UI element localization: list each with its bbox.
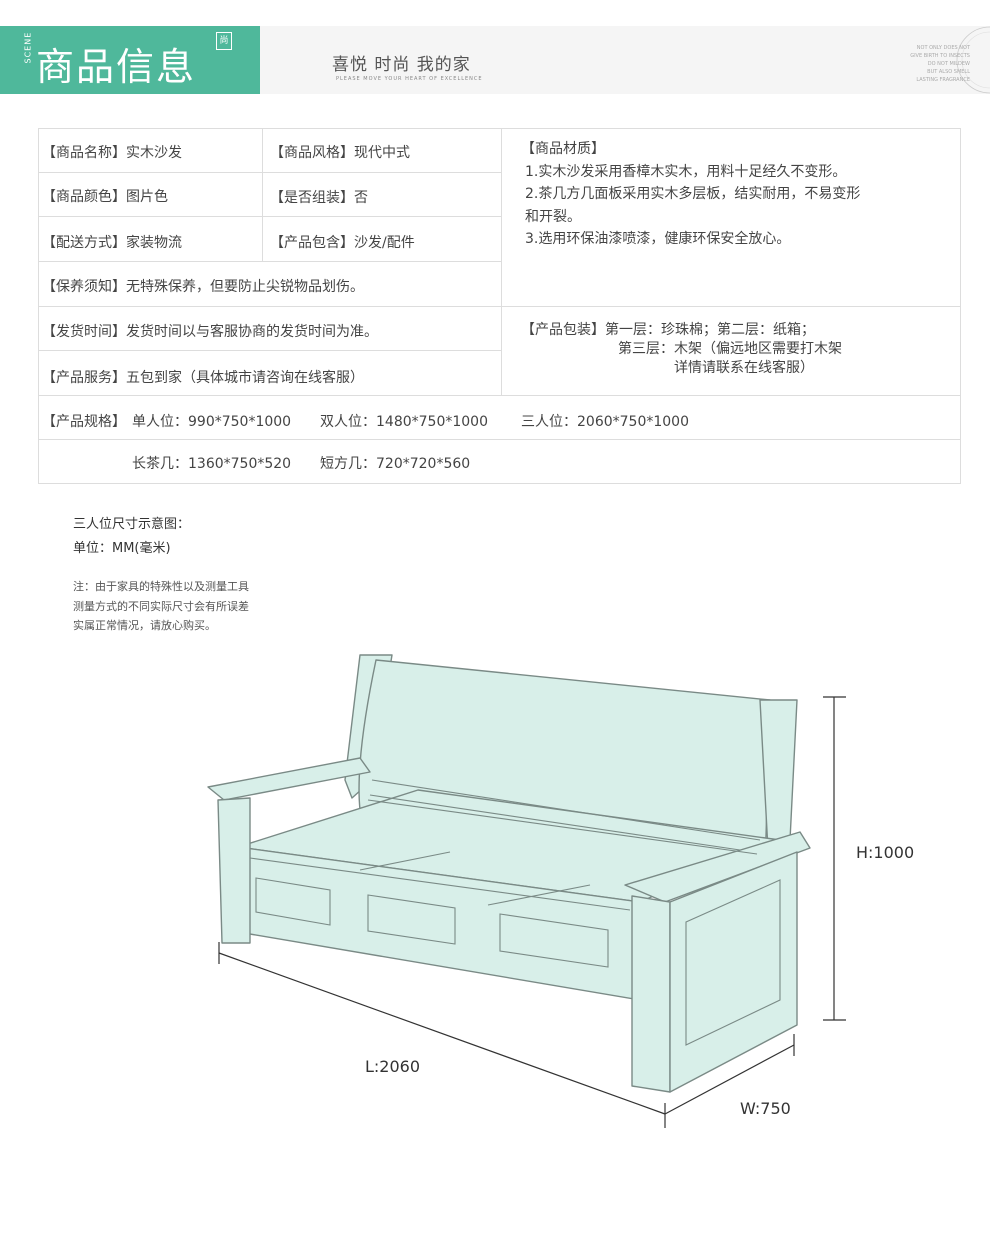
width-dimension-label: W:750	[740, 1099, 791, 1118]
right-arm-front	[631, 895, 671, 1093]
spec-delivery: 【配送方式】家装物流	[42, 235, 182, 251]
spec-style: 【商品风格】现代中式	[270, 145, 410, 161]
height-dimension-label: H:1000	[856, 843, 915, 862]
diagram-note: 注：由于家具的特殊性以及测量工具 测量方式的不同实际尺寸会有所误差 实属正常情况…	[73, 580, 249, 632]
spec-name: 【商品名称】实木沙发	[42, 145, 182, 161]
right-arm-top	[624, 831, 811, 903]
spec-assembly: 【是否组装】否	[270, 190, 368, 206]
slogan: 喜悦 时尚 我的家	[332, 55, 471, 75]
decorative-circle-icon	[956, 26, 990, 94]
scene-label: SCENE	[23, 31, 33, 64]
spec-size-triple: 三人位：2060*750*1000	[521, 414, 689, 430]
length-dimension-label: L:2060	[365, 1057, 421, 1076]
diagram-title: 三人位尺寸示意图：	[73, 517, 191, 532]
right-arm-side	[669, 851, 798, 1093]
decorative-text: NOT ONLY DOES NOT GIVE BIRTH TO INSECTS …	[910, 45, 970, 83]
left-arm-side	[217, 797, 251, 944]
seal-icon: 尚	[216, 32, 232, 50]
spec-ship-time: 【发货时间】发货时间以与客服协商的发货时间为准。	[42, 324, 378, 340]
spec-size-double: 双人位：1480*750*1000	[320, 414, 488, 430]
spec-service: 【产品服务】五包到家（具体城市请咨询在线客服）	[42, 370, 364, 386]
spec-table: 【商品名称】实木沙发 【商品风格】现代中式 【商品颜色】图片色 【是否组装】否 …	[38, 128, 961, 484]
spec-size-single: 单人位：990*750*1000	[132, 414, 292, 430]
spec-size-long-table: 长茶几：1360*750*520	[132, 456, 292, 472]
sofa-dimension-drawing	[207, 654, 846, 1128]
section-title: 商品信息	[36, 45, 197, 89]
left-arm-top	[207, 757, 371, 801]
spec-size-square-table: 短方几：720*720*560	[320, 456, 471, 472]
spec-color: 【商品颜色】图片色	[42, 189, 168, 205]
spec-size-label: 【产品规格】	[42, 414, 126, 430]
spec-material: 【商品材质】 1.实木沙发采用香樟木实木，用料十足经久不变形。 2.茶几方几面板…	[521, 141, 861, 247]
spec-includes: 【产品包含】沙发/配件	[270, 235, 415, 251]
spec-package: 【产品包装】第一层：珍珠棉；第二层：纸箱； 第三层：木架（偏远地区需要打木架 详…	[521, 322, 842, 376]
spec-care: 【保养须知】无特殊保养，但要防止尖锐物品划伤。	[42, 279, 364, 295]
diagram-unit: 单位：MM(毫米)	[73, 541, 171, 556]
slogan-english: PLEASE MOVE YOUR HEART OF EXCELLENCE	[336, 76, 483, 82]
